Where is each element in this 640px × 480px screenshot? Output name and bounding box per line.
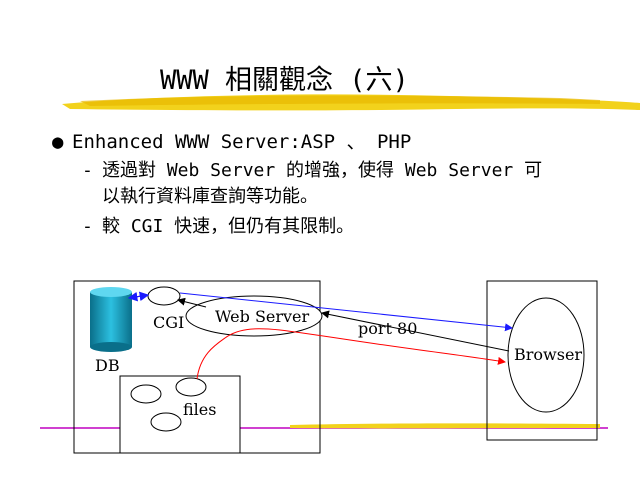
webserver-cgi-arrow — [177, 297, 207, 308]
sub-bullet-1: -透過對 Web Server 的增強，使得 Web Server 可 以執行資… — [82, 158, 542, 210]
browser-webserver-arrow — [321, 310, 510, 352]
main-bullet-text: Enhanced WWW Server:ASP 、 PHP — [72, 131, 412, 153]
files-label: files — [183, 400, 216, 419]
sub-bullet-2: -較 CGI 快速，但仍有其限制。 — [82, 214, 354, 240]
file-node — [175, 377, 207, 397]
sub-bullet-1-line1: 透過對 Web Server 的增強，使得 Web Server 可 — [102, 160, 543, 181]
file-node — [130, 384, 162, 404]
sub-bullet-1-line2: 以執行資料庫查詢等功能。 — [102, 186, 318, 207]
dash-icon: - — [82, 160, 93, 181]
main-bullet: ● Enhanced WWW Server:ASP 、 PHP — [52, 127, 411, 154]
dash-icon: - — [82, 216, 93, 237]
browser-node — [507, 297, 585, 413]
file-node — [150, 412, 182, 432]
browser-box — [486, 280, 598, 441]
sub-bullet-2-line1: 較 CGI 快速，但仍有其限制。 — [102, 216, 355, 237]
web-server-label: Web Server — [215, 307, 310, 326]
cgi-label: CGI — [153, 313, 184, 332]
files-browser-path — [196, 328, 506, 380]
bullet-dot-icon: ● — [52, 131, 64, 153]
database-icon — [90, 287, 132, 352]
db-label: DB — [95, 356, 120, 375]
cgi-node — [147, 286, 181, 306]
db-cgi-arrow — [127, 291, 150, 302]
browser-label: Browser — [514, 345, 582, 364]
slide-title: WWW 相關觀念 (六) — [160, 65, 409, 96]
cgi-browser-arrow — [179, 292, 513, 332]
port-label: port 80 — [358, 319, 417, 338]
